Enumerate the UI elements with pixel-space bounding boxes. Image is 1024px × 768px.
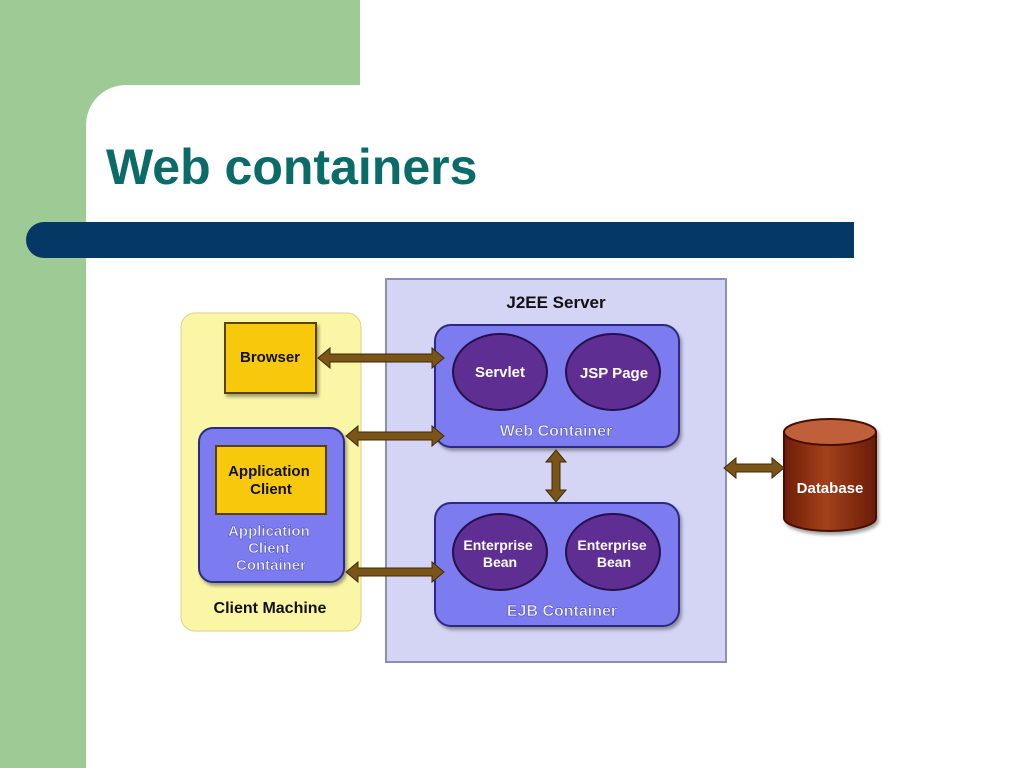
enterprise-bean-1-label: Enterprise Bean: [463, 537, 536, 570]
client-machine-label: Client Machine: [214, 600, 327, 617]
application-client-label: Application Client: [228, 463, 314, 498]
arrow-browser-web: [317, 346, 445, 370]
connection-arrows: [317, 346, 785, 584]
arrow-appclient-web: [345, 424, 445, 448]
web-container-label: Web Container: [500, 423, 613, 440]
web-container: Servlet JSP Page Web Container: [434, 324, 680, 448]
application-client-container-label: Application Client Container: [228, 523, 314, 574]
servlet-label: Servlet: [475, 364, 525, 381]
database-label: Database: [797, 480, 864, 497]
ejb-container: Enterprise Bean Enterprise Bean EJB Cont…: [434, 502, 680, 627]
page-title: Web containers: [106, 139, 478, 195]
ejb-container-label: EJB Container: [507, 603, 617, 620]
browser-box: Browser: [224, 322, 317, 394]
arrow-server-database: [723, 456, 785, 480]
arrow-appclient-ejb: [345, 560, 445, 584]
j2ee-server-label: J2EE Server: [506, 293, 606, 312]
application-client-container: Application Client Application Client Co…: [198, 427, 345, 583]
browser-label: Browser: [240, 349, 300, 366]
enterprise-bean-2-label: Enterprise Bean: [577, 537, 650, 570]
database-cylinder: Database: [783, 418, 877, 532]
title-underline-bar: [26, 222, 854, 258]
arrow-web-ejb: [544, 449, 568, 503]
jsp-page-label: JSP Page: [580, 365, 648, 382]
